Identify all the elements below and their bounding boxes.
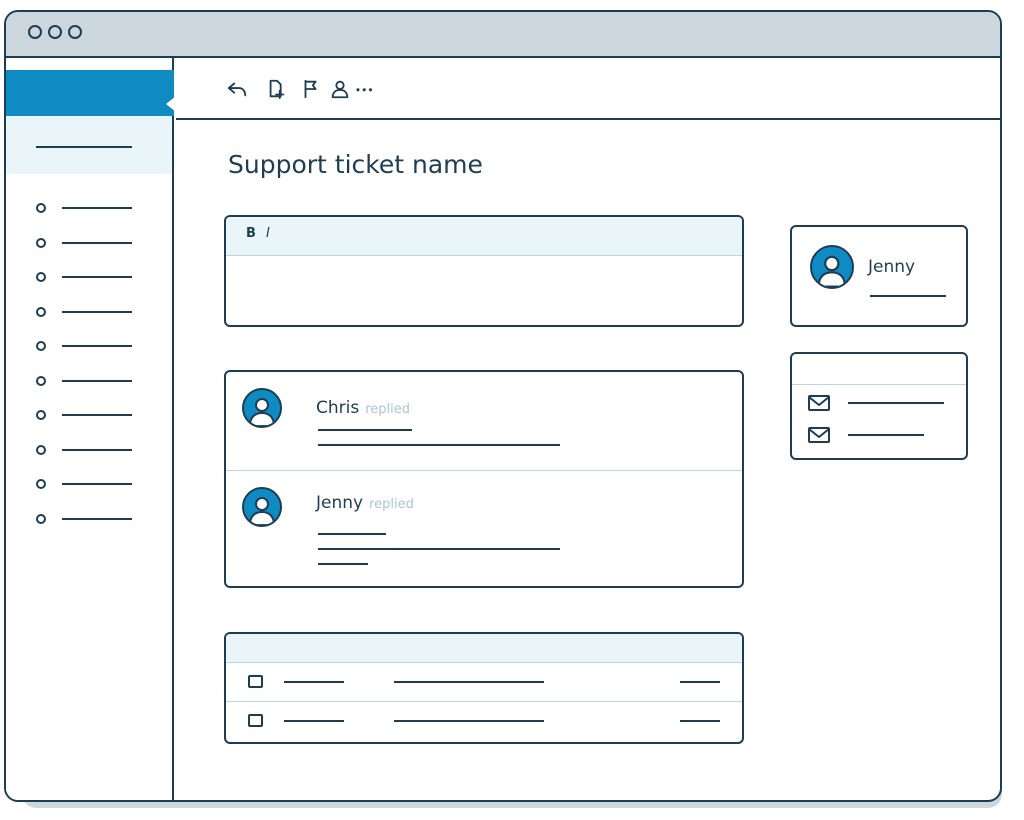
conversation-entry[interactable]: Chris replied [226, 372, 742, 470]
sidebar-item[interactable] [32, 198, 142, 218]
sidebar [6, 58, 176, 800]
title-bar [6, 12, 1000, 58]
person-icon [817, 255, 847, 287]
sidebar-item[interactable] [32, 302, 142, 322]
placeholder-line [680, 720, 720, 722]
sidebar-item[interactable] [32, 440, 142, 460]
placeholder-line [62, 449, 132, 451]
assignee-card[interactable]: Jenny [790, 225, 968, 327]
divider [226, 470, 742, 471]
avatar [810, 245, 854, 289]
placeholder-line [62, 276, 132, 278]
sidebar-item[interactable] [32, 267, 142, 287]
placeholder-line [62, 207, 132, 209]
placeholder-line [62, 414, 132, 416]
sidebar-item[interactable] [32, 405, 142, 425]
conversation-entry[interactable]: Jenny replied [226, 471, 742, 586]
task-checkbox[interactable] [248, 675, 263, 688]
placeholder-line [36, 146, 132, 148]
bullet-icon [36, 376, 46, 386]
window-dot-2[interactable] [48, 25, 62, 39]
bullet-icon [36, 272, 46, 282]
reply-icon[interactable] [226, 78, 248, 100]
placeholder-line [318, 563, 368, 565]
conversation-card: Chris replied Jenny replied [224, 370, 744, 588]
sidebar-item[interactable] [32, 509, 142, 529]
reply-author: Jenny replied [316, 493, 414, 513]
bold-button[interactable]: B [246, 226, 256, 241]
sidebar-item[interactable] [32, 371, 142, 391]
sidebar-section-header[interactable] [6, 116, 172, 174]
placeholder-line [62, 345, 132, 347]
placeholder-line [62, 311, 132, 313]
user-icon[interactable] [329, 78, 351, 100]
sidebar-item-selected[interactable] [6, 70, 176, 116]
bullet-icon [36, 410, 46, 420]
person-icon [248, 497, 276, 525]
contact-card-header [792, 354, 966, 385]
bullet-icon [36, 479, 46, 489]
bullet-icon [36, 203, 46, 213]
table-row[interactable] [226, 663, 742, 701]
page-title: Support ticket name [228, 150, 483, 179]
author-name: Chris [316, 398, 360, 418]
placeholder-line [62, 380, 132, 382]
avatar [242, 487, 282, 527]
window-dot-3[interactable] [68, 25, 82, 39]
placeholder-line [62, 483, 132, 485]
italic-button[interactable]: I [266, 226, 270, 241]
reply-editor[interactable]: B I [224, 215, 744, 327]
placeholder-line [318, 444, 560, 446]
placeholder-line [62, 242, 132, 244]
flag-icon[interactable] [300, 78, 322, 100]
placeholder-line [62, 518, 132, 520]
avatar [242, 388, 282, 428]
mail-icon[interactable] [808, 394, 830, 412]
placeholder-line [394, 720, 544, 722]
editor-toolbar: B I [226, 217, 742, 256]
task-list-header [226, 634, 742, 663]
reply-action: replied [369, 497, 414, 512]
placeholder-line [284, 681, 344, 683]
more-icon[interactable] [354, 78, 376, 100]
placeholder-line [284, 720, 344, 722]
placeholder-line [318, 548, 560, 550]
app-window: Support ticket name B I Chris replied [4, 10, 1002, 802]
bullet-icon [36, 238, 46, 248]
placeholder-line [680, 681, 720, 683]
toolbar [176, 58, 1000, 120]
placeholder-line [394, 681, 544, 683]
placeholder-line [848, 434, 924, 436]
bullet-icon [36, 341, 46, 351]
bullet-icon [36, 514, 46, 524]
window-dot-1[interactable] [28, 25, 42, 39]
new-document-icon[interactable] [266, 78, 288, 100]
bullet-icon [36, 445, 46, 455]
task-list-card [224, 632, 744, 744]
contact-card [790, 352, 968, 460]
sidebar-item[interactable] [32, 233, 142, 253]
bullet-icon [36, 307, 46, 317]
task-checkbox[interactable] [248, 714, 263, 727]
placeholder-line [848, 402, 944, 404]
placeholder-line [870, 295, 946, 297]
placeholder-line [318, 429, 412, 431]
person-icon [248, 398, 276, 426]
placeholder-line [318, 533, 386, 535]
reply-author: Chris replied [316, 398, 410, 418]
assignee-name: Jenny [868, 257, 916, 277]
mail-icon[interactable] [808, 426, 830, 444]
sidebar-item[interactable] [32, 336, 142, 356]
sidebar-item[interactable] [32, 474, 142, 494]
selection-notch [166, 96, 176, 112]
divider [226, 701, 742, 702]
author-name: Jenny [316, 493, 364, 513]
reply-action: replied [365, 402, 411, 417]
table-row[interactable] [226, 702, 742, 742]
